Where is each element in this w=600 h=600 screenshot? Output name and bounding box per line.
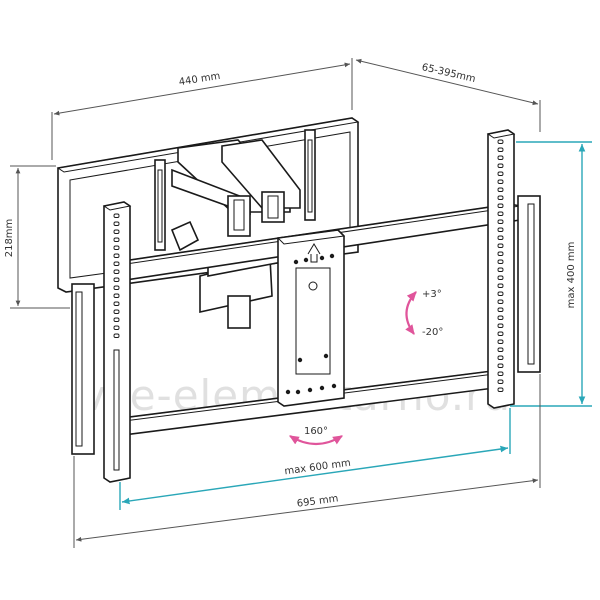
right-hole-column: [497, 139, 504, 392]
mounting-slot: [497, 227, 504, 232]
mounting-slot: [113, 253, 120, 258]
mounting-slot: [497, 307, 504, 312]
mounting-slot: [497, 203, 504, 208]
mounting-slot: [113, 293, 120, 298]
dim-height-left-label: 218mm: [4, 219, 15, 258]
mounting-slot: [113, 269, 120, 274]
mounting-slot: [497, 139, 504, 144]
dim-width-bottom: [73, 374, 541, 548]
mounting-slot: [497, 155, 504, 160]
dim-vesa-height: [510, 141, 592, 407]
mounting-slot: [497, 147, 504, 152]
left-vertical-bracket: [71, 201, 132, 483]
mounting-slot: [113, 261, 120, 266]
center-plate: [276, 229, 346, 407]
mounting-slot: [497, 259, 504, 264]
swivel-arrow-icon: [289, 435, 343, 446]
mounting-slot: [113, 301, 120, 306]
left-hole-column: [113, 213, 120, 338]
mounting-slot: [497, 355, 504, 360]
mounting-slot: [497, 219, 504, 224]
mounting-slot: [497, 339, 504, 344]
mounting-slot: [497, 299, 504, 304]
tilt-arrow-icon: [405, 291, 417, 335]
mounting-slot: [497, 363, 504, 368]
mounting-slot: [113, 229, 120, 234]
mounting-slot: [497, 179, 504, 184]
mounting-slot: [497, 275, 504, 280]
mounting-slot: [113, 213, 120, 218]
mounting-slot: [113, 221, 120, 226]
swivel-label: 160°: [304, 426, 328, 437]
mounting-slot: [497, 251, 504, 256]
mounting-slot: [497, 283, 504, 288]
mounting-slot: [497, 163, 504, 168]
arrow-up-icon: [307, 243, 321, 263]
mounting-slot: [497, 379, 504, 384]
dim-depth-label: 65-395mm: [421, 62, 477, 85]
mounting-slot: [497, 211, 504, 216]
mounting-slot: [113, 277, 120, 282]
tilt-up-label: +3°: [422, 289, 442, 300]
mounting-slot: [113, 237, 120, 242]
dim-depth: [355, 58, 541, 132]
mounting-slot: [497, 371, 504, 376]
mounting-slot: [497, 187, 504, 192]
mounting-slot: [113, 325, 120, 330]
mounting-slot: [497, 195, 504, 200]
mounting-slot: [497, 347, 504, 352]
dim-width-top: [51, 58, 353, 160]
mounting-slot: [497, 387, 504, 392]
mounting-slot: [113, 333, 120, 338]
mounting-slot: [497, 267, 504, 272]
mounting-slot: [497, 243, 504, 248]
mounting-slot: [497, 323, 504, 328]
mounting-slot: [113, 245, 120, 250]
mounting-slot: [497, 291, 504, 296]
mounting-slot: [497, 235, 504, 240]
dim-height-left: [10, 165, 70, 309]
right-vertical-bracket: [486, 129, 541, 409]
dim-width-top-label: 440 mm: [178, 71, 221, 88]
mounting-slot: [497, 315, 504, 320]
dim-vesa-height-label: max 400 mm: [566, 242, 577, 309]
mounting-slot: [497, 331, 504, 336]
mounting-slot: [497, 171, 504, 176]
tilt-down-label: -20°: [422, 327, 443, 338]
mounting-slot: [113, 317, 120, 322]
dim-width-bottom-label: 695 mm: [296, 493, 339, 509]
mounting-slot: [113, 309, 120, 314]
mounting-slot: [113, 285, 120, 290]
